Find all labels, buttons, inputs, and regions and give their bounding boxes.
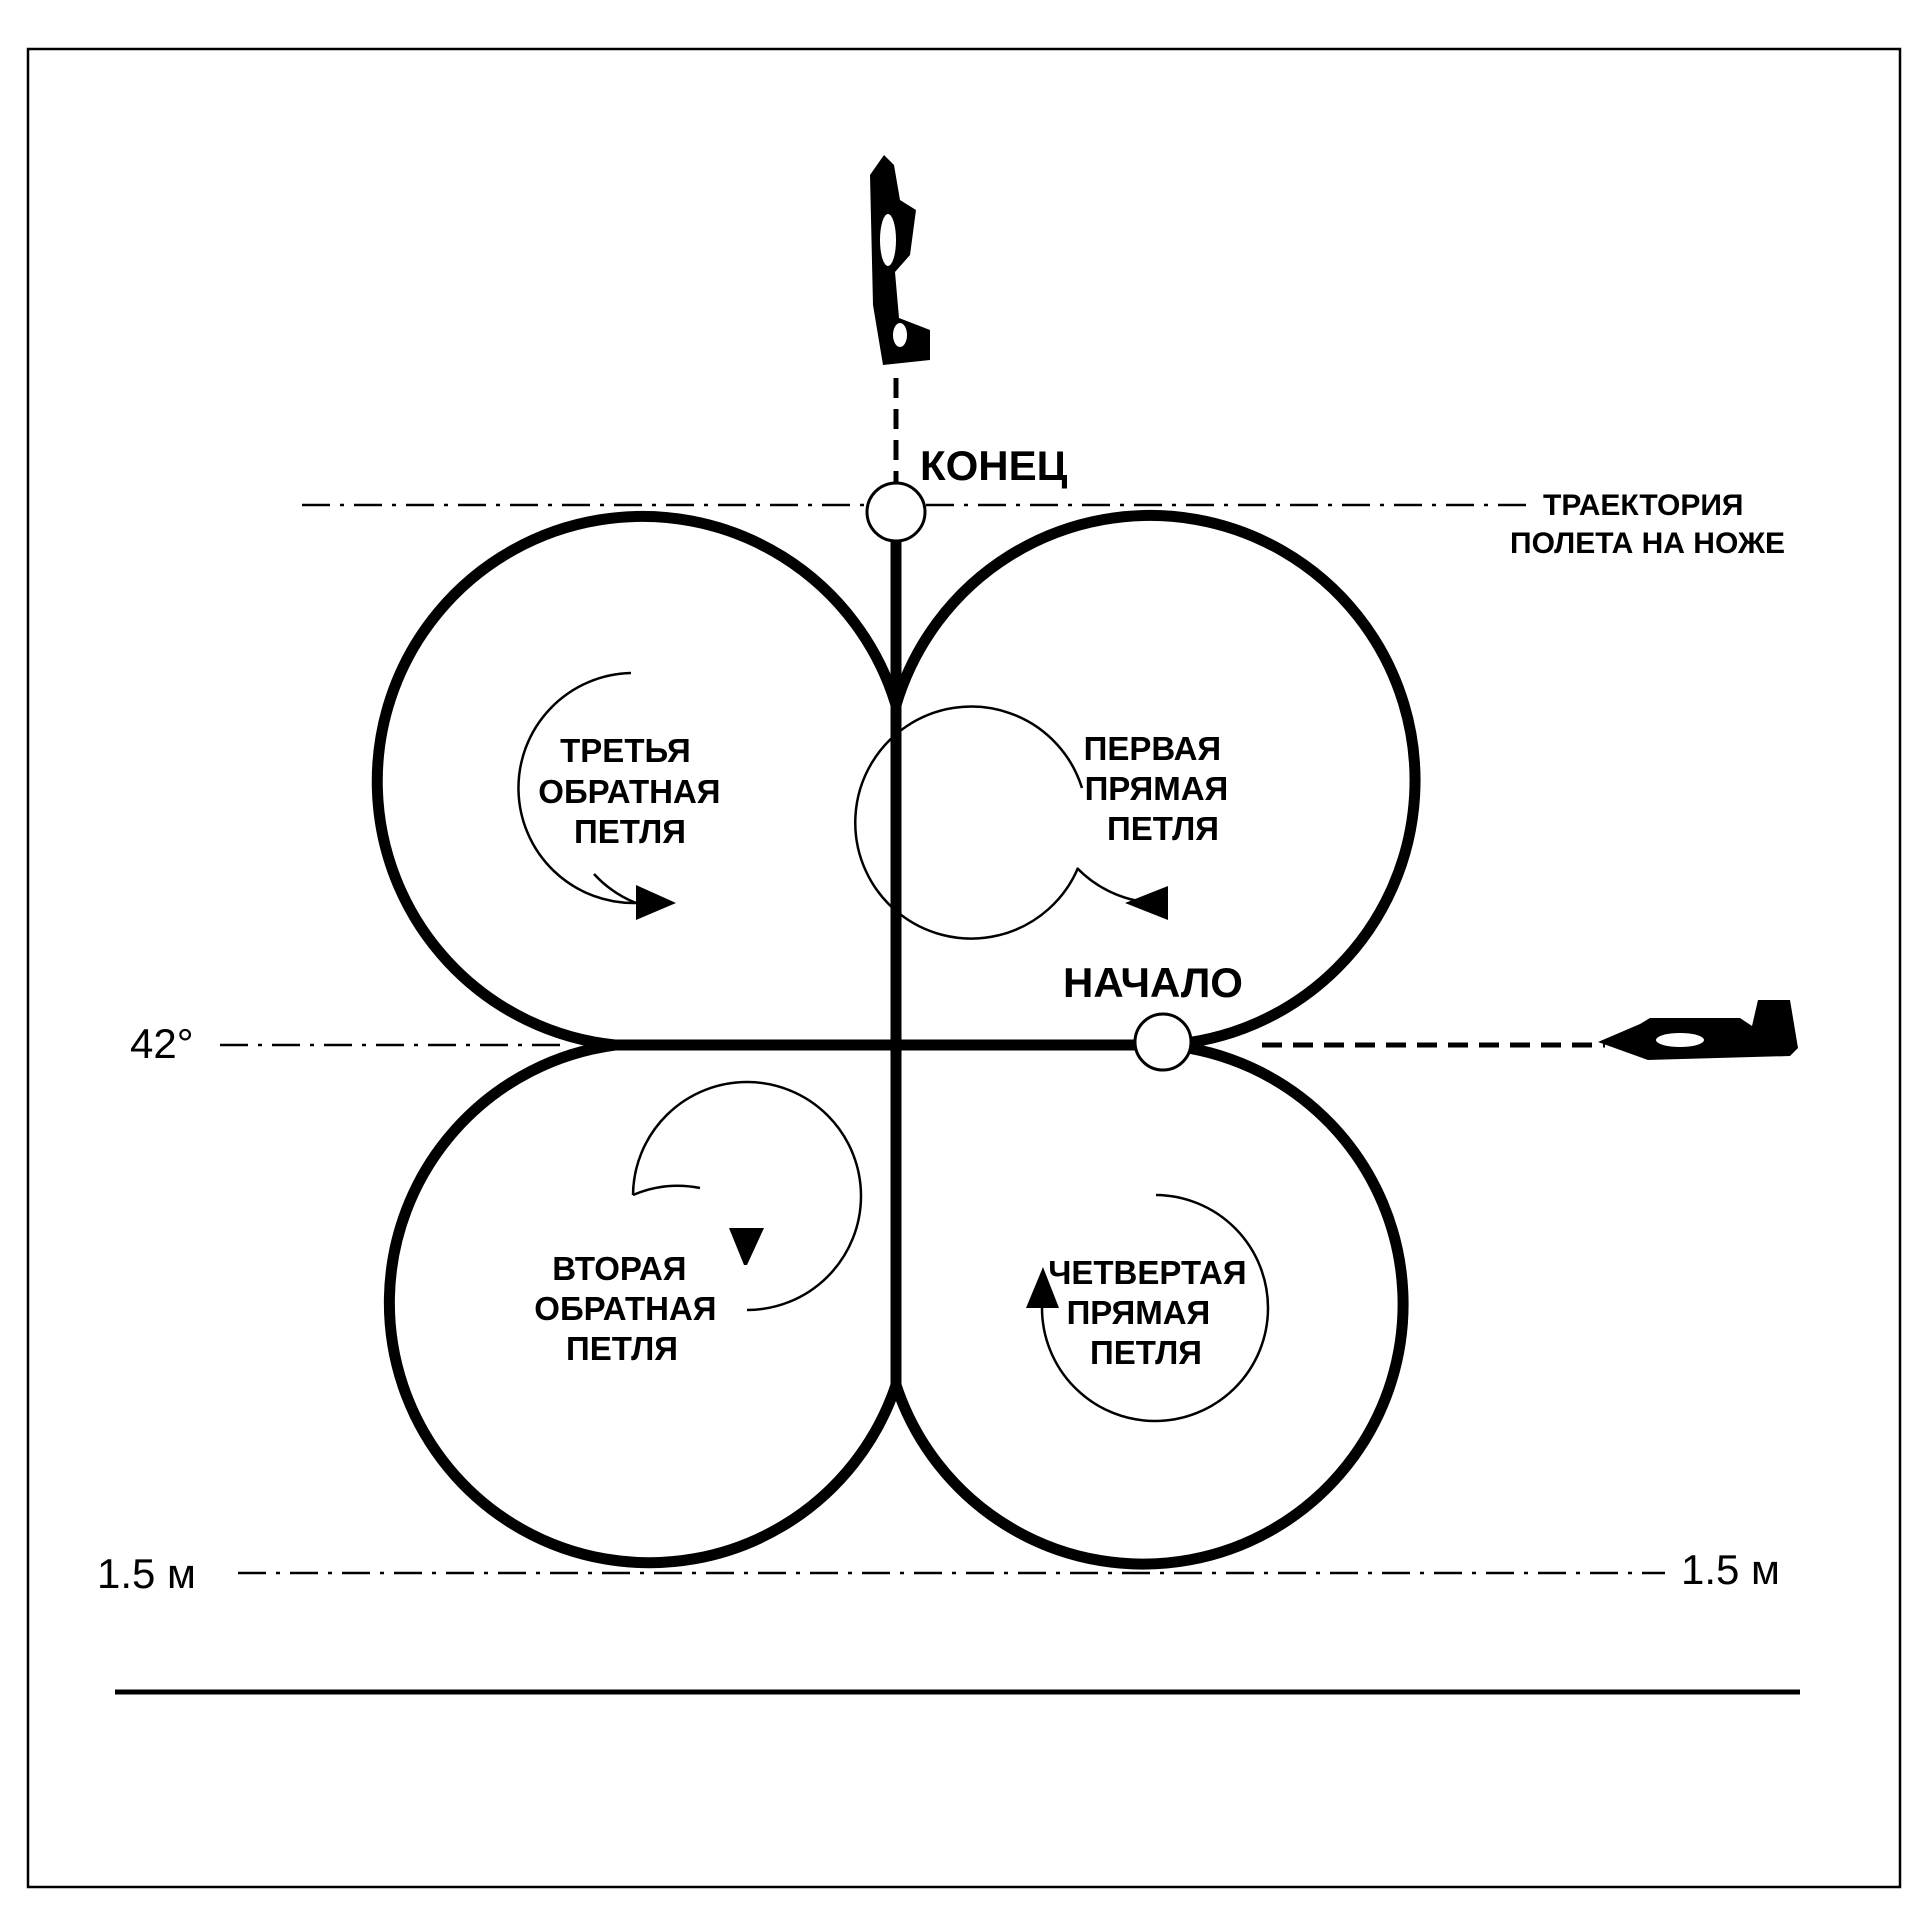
loop-path-fourth (890, 1039, 1409, 1570)
altitude-label-left: 1.5 м (97, 1550, 196, 1597)
end-point-marker (865, 481, 927, 543)
rotation-arrow-icon (854, 705, 1168, 940)
angle-label: 42° (130, 1020, 194, 1067)
airplane-vertical-icon (870, 155, 930, 365)
rotation-arrow-icon (1026, 1193, 1270, 1423)
start-label: НАЧАЛО (1063, 959, 1243, 1006)
loop-path-third (371, 510, 902, 1051)
diagram-frame (26, 47, 1902, 1889)
loop-path-first (890, 509, 1421, 1051)
start-point-marker (1133, 1012, 1193, 1072)
loop-label-third: ТРЕТЬЯ ОБРАТНАЯ ПЕТЛЯ (538, 732, 729, 850)
trajectory-label-line2: ПОЛЕТА НА НОЖЕ (1510, 527, 1785, 560)
altitude-label-right: 1.5 м (1681, 1546, 1780, 1593)
trajectory-label-line1: ТРАЕКТОРИЯ (1543, 489, 1743, 522)
end-label: КОНЕЦ (920, 442, 1068, 489)
loop-label-first: ПЕРВАЯ ПРЯМАЯ ПЕТЛЯ (1084, 730, 1238, 847)
rotation-arrow-icon (517, 671, 676, 920)
loop-label-second: ВТОРАЯ ОБРАТНАЯ ПЕТЛЯ (534, 1250, 725, 1367)
airplane-icon (1598, 1000, 1798, 1060)
loop-label-fourth: ЧЕТВЕРТАЯ ПРЯМАЯ ПЕТЛЯ (1048, 1254, 1256, 1371)
loop-path-second (383, 1039, 902, 1569)
rotation-arrow-icon (631, 1080, 863, 1312)
